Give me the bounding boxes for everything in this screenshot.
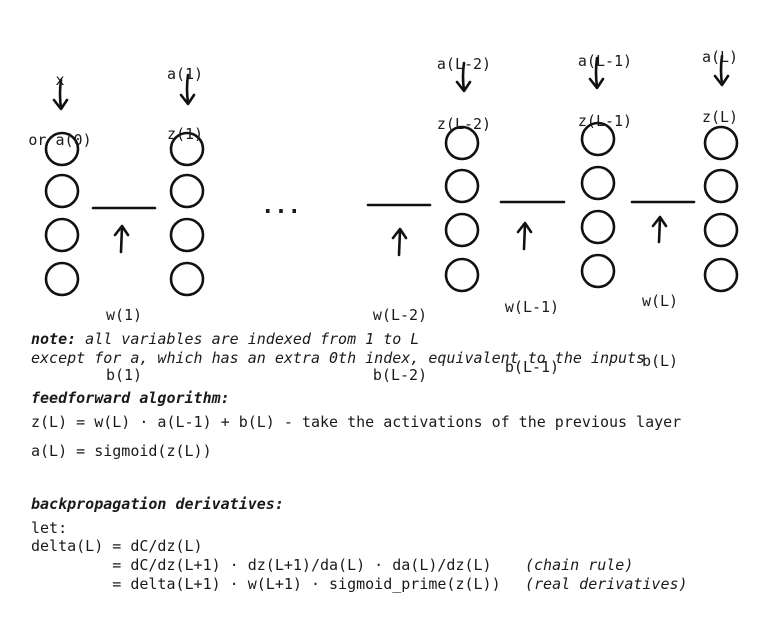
backprop-chain-rule-line: = dC/dz(L+1) · dz(L+1)/da(L) · da(L)/dz(… — [31, 556, 492, 574]
arrow-down-icon — [455, 61, 472, 93]
input-label-top: x — [55, 71, 65, 89]
neuron — [444, 168, 480, 204]
backprop-delta-definition: delta(L) = dC/dz(L) — [31, 537, 203, 555]
layer-l-1-neurons — [580, 121, 616, 289]
layer-1-label-bottom: z(1) — [166, 125, 204, 143]
input-label-bottom: or a(0) — [28, 131, 92, 149]
connection-l-1-label: w(L-1) b(L-1) — [496, 257, 568, 397]
arrow-down-icon — [179, 73, 196, 106]
bias-label: b(L-2) — [372, 366, 428, 384]
weight-label: w(L) — [641, 292, 679, 310]
neuron — [703, 168, 739, 204]
layer-l-1-label-top: a(L-1) — [577, 52, 633, 70]
layer-l-label-bottom: z(L) — [701, 108, 739, 126]
layer-1-label-top: a(1) — [166, 65, 204, 83]
neuron — [444, 212, 480, 248]
neuron — [44, 173, 80, 209]
arrow-up-icon — [391, 227, 408, 257]
layer-1-label: a(1) z(1) — [155, 24, 215, 164]
connection-1-label: w(1) b(1) — [94, 265, 154, 405]
arrow-down-icon — [713, 54, 730, 87]
layer-l-2-neurons — [444, 125, 480, 293]
arrow-up-icon — [113, 224, 130, 254]
arrow-down-icon — [588, 56, 605, 90]
neuron — [580, 165, 616, 201]
layer-l-label: a(L) z(L) — [690, 7, 750, 147]
bias-label: b(L-1) — [504, 358, 560, 376]
layer-l-2-label-bottom: z(L-2) — [436, 115, 492, 133]
neuron — [703, 257, 739, 293]
arrow-up-icon — [651, 215, 668, 244]
neuron — [703, 212, 739, 248]
neuron — [703, 125, 739, 161]
neuron — [44, 131, 80, 167]
feedforward-equation-z: z(L) = w(L) · a(L-1) + b(L) - take the a… — [31, 413, 682, 431]
backprop-real-derivatives-line: = delta(L+1) · w(L+1) · sigmoid_prime(z(… — [31, 575, 501, 593]
backprop-heading: backpropagation derivatives: — [31, 495, 284, 513]
weight-label: w(L-1) — [504, 298, 560, 316]
note-label: note: — [31, 330, 77, 348]
layer-1-neurons — [169, 131, 205, 297]
backprop-let: let: — [31, 519, 68, 537]
neuron — [580, 209, 616, 245]
layer-l-neurons — [703, 125, 739, 293]
connection-l-2-label: w(L-2) b(L-2) — [364, 265, 436, 405]
layer-l-label-top: a(L) — [701, 48, 739, 66]
neuron — [169, 131, 205, 167]
feedforward-heading: feedforward algorithm: — [31, 389, 230, 407]
neuron — [580, 253, 616, 289]
bias-label: b(1) — [105, 366, 143, 384]
layer-l-1-label: a(L-1) z(L-1) — [567, 11, 643, 151]
real-derivatives-note: (real derivatives) — [525, 575, 688, 593]
chain-rule-note: (chain rule) — [525, 556, 634, 574]
neuron — [44, 217, 80, 253]
bias-label: b(L) — [641, 352, 679, 370]
note-text: all variables are indexed from 1 to L — [76, 330, 420, 348]
layer-l-2-label-top: a(L-2) — [436, 55, 492, 73]
input-layer-label: x or a(0) — [20, 30, 100, 170]
feedforward-equation-a: a(L) = sigmoid(z(L)) — [31, 442, 212, 460]
arrow-up-icon — [516, 221, 533, 251]
neuron — [44, 261, 80, 297]
note-line-1: note: all variables are indexed from 1 t… — [31, 329, 419, 349]
input-layer-neurons — [44, 131, 80, 297]
neuron — [169, 217, 205, 253]
weight-label: w(1) — [105, 306, 143, 324]
neuron — [169, 261, 205, 297]
weight-label: w(L-2) — [372, 306, 428, 324]
neuron — [169, 173, 205, 209]
note-line-2: except for a, which has an extra 0th ind… — [31, 349, 646, 367]
connection-l-label: w(L) b(L) — [630, 251, 690, 391]
neuron — [444, 257, 480, 293]
layers-ellipsis: ... — [261, 194, 301, 219]
layer-l-2-label: a(L-2) z(L-2) — [426, 14, 502, 154]
neuron — [580, 121, 616, 157]
neuron — [444, 125, 480, 161]
arrow-down-icon — [52, 78, 69, 111]
layer-l-1-label-bottom: z(L-1) — [577, 112, 633, 130]
